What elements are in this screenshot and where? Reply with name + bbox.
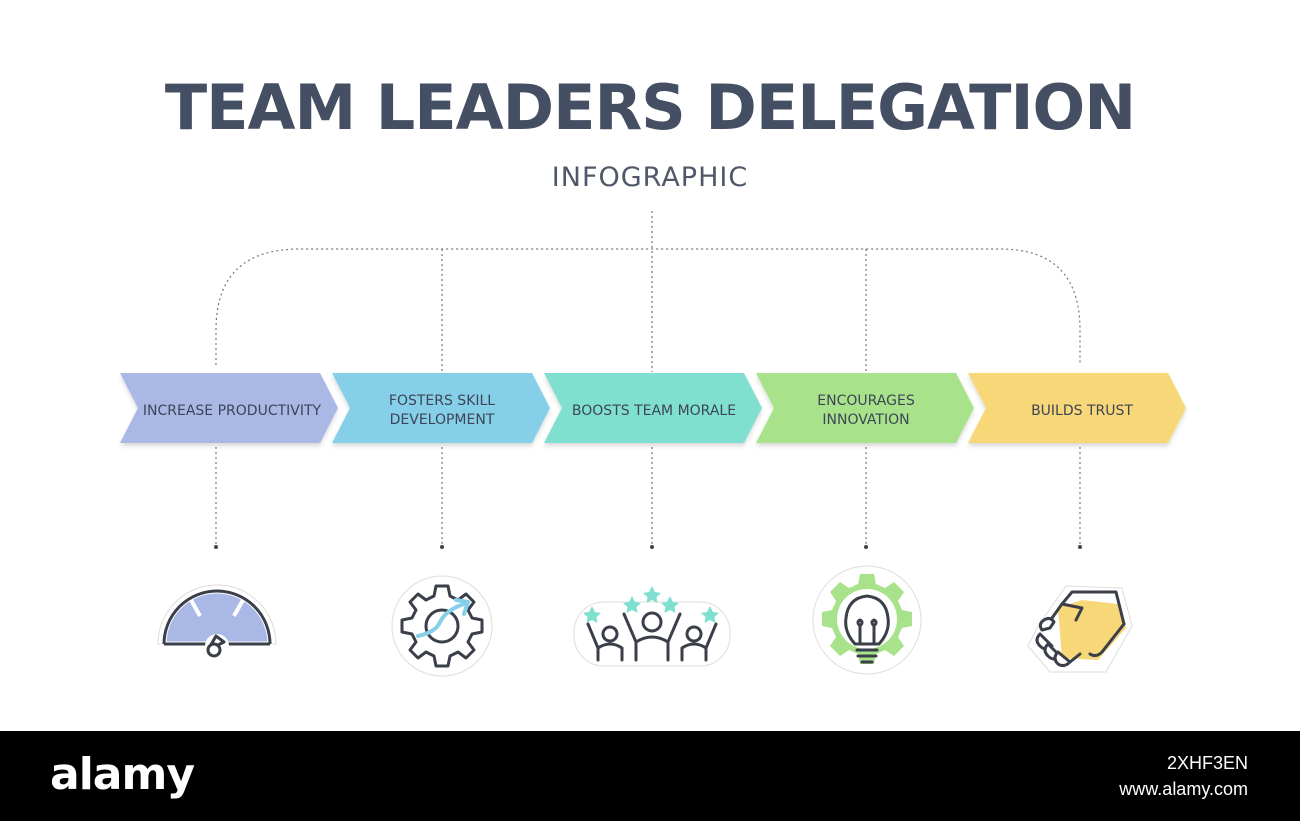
chevron-boosts-team-morale <box>544 373 762 443</box>
chevron-builds-trust <box>968 373 1186 443</box>
footer-image-id: 2XHF3EN <box>1166 753 1248 773</box>
page-title: TEAM LEADERS DELEGATION <box>164 71 1136 144</box>
team-celebration-icon <box>573 586 731 667</box>
gear-growth-icon <box>391 575 493 677</box>
chevron-encourages-innovation <box>756 373 974 443</box>
drop-dot-1 <box>214 545 218 549</box>
drop-dot-5 <box>1078 545 1082 549</box>
step-label-fosters-skill-development: FOSTERS SKILL DEVELOPMENT <box>388 393 496 428</box>
step-label-builds-trust: BUILDS TRUST <box>1031 402 1133 419</box>
footer-logo: alamy <box>50 749 195 800</box>
handshake-icon <box>1027 585 1133 673</box>
drop-dot-2 <box>440 545 444 549</box>
page-subtitle: INFOGRAPHIC <box>551 162 749 193</box>
chevron-fosters-skill-development <box>332 373 550 443</box>
lightbulb-gear-icon <box>812 565 922 675</box>
step-label-encourages-innovation: ENCOURAGES INNOVATION <box>817 393 915 428</box>
chevron-increase-productivity <box>120 373 338 443</box>
step-label-boosts-team-morale: BOOSTS TEAM MORALE <box>571 402 737 419</box>
top-arc-line <box>215 248 1081 365</box>
footer-bar: alamy 2XHF3EN www.alamy.com <box>0 731 1300 821</box>
drop-dot-4 <box>864 545 868 549</box>
footer-url: www.alamy.com <box>1119 779 1248 799</box>
step-label-increase-productivity: INCREASE PRODUCTIVITY <box>142 402 322 419</box>
speedometer-icon <box>157 584 277 658</box>
drop-dot-3 <box>650 545 654 549</box>
